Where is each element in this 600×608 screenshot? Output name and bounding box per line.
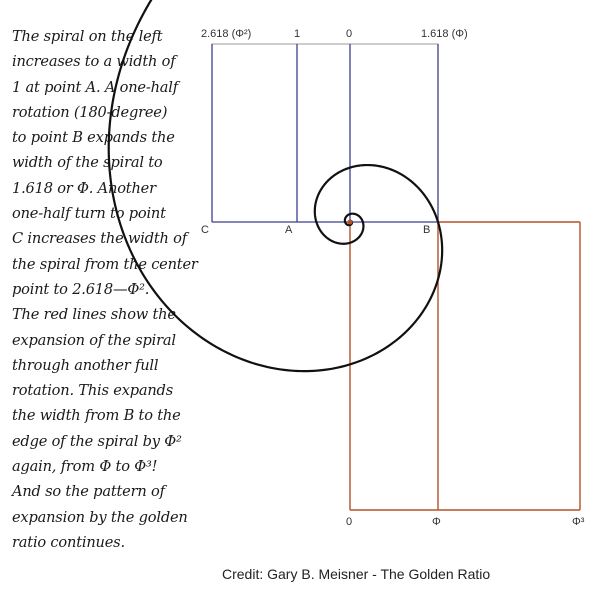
label-zero-bottom: 0 (346, 516, 352, 528)
label-one: 1 (294, 28, 300, 40)
description-line: rotation. This expands (12, 382, 173, 400)
grey-phi-rectangle (211, 43, 439, 223)
label-point-a: A (285, 224, 293, 236)
label-zero-top: 0 (346, 28, 352, 40)
description-line: The red lines show the (12, 306, 176, 324)
blue-guide-lines (211, 44, 439, 223)
description-line: rotation (180-degree) (12, 103, 168, 121)
label-phi: 1.618 (Φ) (421, 28, 468, 40)
description-line: again, from Φ to Φ³! (12, 458, 158, 476)
golden-spiral (107, 0, 444, 373)
description-line: edge of the spiral by Φ² (12, 432, 182, 450)
description-line: expansion by the golden (12, 508, 188, 526)
description-text: The spiral on the left increases to a wi… (12, 24, 198, 555)
description-line: width of the spiral to (12, 154, 163, 172)
description-line: The spiral on the left (12, 28, 163, 45)
description-line: one-half turn to point (12, 205, 166, 223)
golden-spiral-diagram: 2.618 (Φ²) 1 0 1.618 (Φ) C A B 0 Φ Φ³ (107, 0, 585, 528)
label-phi-cubed: Φ³ (572, 516, 585, 528)
description-line: through another full (12, 356, 159, 374)
label-point-c: C (201, 224, 209, 236)
description-line: to point B expands the (12, 129, 175, 147)
description-line: the spiral from the center (12, 255, 198, 273)
label-phi-bottom: Φ (432, 516, 441, 528)
description-line: the width from B to the (12, 407, 181, 425)
description-line: C increases the width of (12, 230, 187, 248)
label-point-b: B (423, 224, 430, 236)
label-phi-squared: 2.618 (Φ²) (201, 28, 251, 40)
description-line: ratio continues. (12, 533, 125, 551)
credit-text: Credit: Gary B. Meisner - The Golden Rat… (222, 566, 491, 582)
description-line: And so the pattern of (12, 483, 165, 501)
description-line: expansion of the spiral (12, 331, 176, 349)
grey-guide-lines (211, 43, 439, 223)
description-line: 1.618 or Φ. Another (12, 179, 156, 197)
red-guide-lines (349, 221, 581, 511)
description-line: increases to a width of (12, 53, 176, 71)
description-line: 1 at point A. A one-half (12, 78, 178, 96)
description-line: point to 2.618—Φ². (12, 280, 150, 298)
center-point (347, 219, 353, 225)
